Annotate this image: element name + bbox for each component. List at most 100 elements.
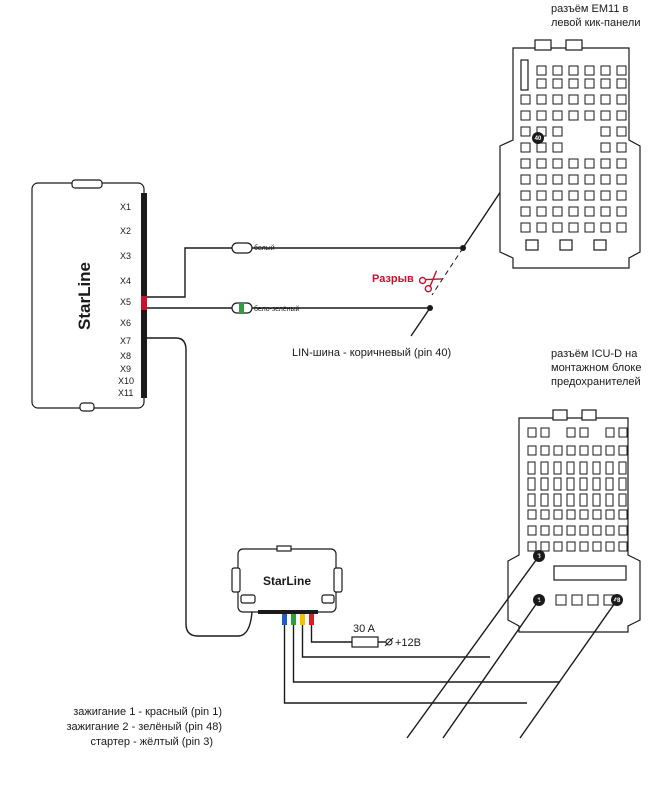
port-label-x4: X4 xyxy=(120,276,131,286)
icu-cavity xyxy=(579,477,588,491)
em11-cavity xyxy=(600,190,611,201)
port-label-x11: X11 xyxy=(118,388,133,398)
em11-cavity xyxy=(552,206,563,217)
em11-cavity xyxy=(520,110,531,121)
white-green-stripe xyxy=(239,303,244,313)
legend-ignition-2: зажигание 2 - зелёный (pin 48) xyxy=(66,721,222,733)
port-label-x5: X5 xyxy=(120,297,131,307)
icu-title-line2: монтажном блоке xyxy=(551,362,641,374)
icu-cavity xyxy=(553,509,563,520)
icu-cavity xyxy=(540,541,550,552)
module-cable xyxy=(147,337,253,637)
em11-cavity xyxy=(552,110,563,121)
em11-cavity xyxy=(552,190,563,201)
em11-cavity xyxy=(616,126,627,137)
icu-pin48-label: 48 xyxy=(614,598,621,604)
port-label-x3: X3 xyxy=(120,251,131,261)
em11-cavity xyxy=(616,158,627,169)
icu-cavity xyxy=(579,525,589,536)
em11-cavity xyxy=(600,174,611,185)
icu-cavity xyxy=(618,445,628,456)
module-clip-left xyxy=(240,594,256,604)
icu-cavity xyxy=(553,461,562,475)
em11-cavity xyxy=(536,110,547,121)
icu-cavity xyxy=(555,594,567,606)
em11-top-tab-right xyxy=(565,39,583,51)
icu-cavity xyxy=(579,461,588,475)
em11-cavity xyxy=(568,65,579,76)
port-label-x7: X7 xyxy=(120,336,131,346)
lead-pin48 xyxy=(519,599,618,739)
em11-cavity xyxy=(520,190,531,201)
wire-to-pin48-line xyxy=(283,625,527,704)
em11-cavity xyxy=(520,142,531,153)
port-strip xyxy=(141,193,147,398)
scissors-icon xyxy=(418,270,443,293)
icu-title-line1: разъём ICU-D на xyxy=(551,348,638,360)
module-connector xyxy=(258,610,318,614)
em11-pin40-label: 40 xyxy=(535,136,542,142)
icu-cavity xyxy=(566,477,575,491)
em11-cavity xyxy=(536,65,547,76)
em11-cavity xyxy=(568,174,579,185)
em11-cavity xyxy=(536,222,547,233)
em11-cavity xyxy=(536,142,547,153)
em11-cavity xyxy=(584,206,595,217)
icu-cavity xyxy=(566,541,576,552)
em11-cavity xyxy=(552,222,563,233)
em11-cavity xyxy=(616,94,627,105)
icu-cavity xyxy=(540,509,550,520)
em11-cavity xyxy=(536,190,547,201)
icu-pin3-label: 3 xyxy=(537,554,541,560)
em11-cavity xyxy=(552,126,563,137)
icu-cavity xyxy=(592,477,601,491)
icu-cavity xyxy=(579,509,589,520)
icu-cavity xyxy=(579,427,589,438)
lin-wires: белый бело-зелёный Разрыв LIN-шина - кор… xyxy=(147,139,536,359)
em11-cavity xyxy=(600,110,611,121)
supply-label: +12B xyxy=(395,637,421,649)
mount-tab-top xyxy=(71,179,103,189)
icu-cavity xyxy=(618,541,628,552)
em11-cavity xyxy=(616,110,627,121)
em11-cavity xyxy=(536,94,547,105)
em11-cavity xyxy=(584,65,595,76)
em11-cavity xyxy=(584,190,595,201)
em11-bottom-cell-3 xyxy=(593,239,607,251)
em11-bottom-cell-1 xyxy=(525,239,539,251)
icu-cavity xyxy=(618,525,628,536)
icu-cavity xyxy=(618,509,628,520)
module-logo: StarLine xyxy=(263,574,311,588)
icu-cavity xyxy=(527,541,537,552)
icu-cavity xyxy=(618,477,627,491)
em11-cavity xyxy=(616,190,627,201)
em11-cavity xyxy=(536,174,547,185)
em11-cavity xyxy=(600,78,611,89)
icu-cavity xyxy=(592,509,602,520)
icu-top-tab-left xyxy=(552,409,568,421)
white-green-wire-label: бело-зелёный xyxy=(254,305,300,313)
em11-cavity xyxy=(520,174,531,185)
lin-wire-tail xyxy=(410,307,431,337)
output-wires: 30 A +12B xyxy=(282,555,618,739)
port-label-x10: X10 xyxy=(118,376,134,386)
em11-cavity xyxy=(520,158,531,169)
icu-cavity xyxy=(592,445,602,456)
em11-cavity xyxy=(584,94,595,105)
em11-cavity xyxy=(616,206,627,217)
em11-cavity xyxy=(568,190,579,201)
icu-cavity xyxy=(566,493,575,507)
icu-cavity xyxy=(527,509,537,520)
em11-cavity xyxy=(616,222,627,233)
em11-pin-grid xyxy=(520,65,627,233)
em11-cavity xyxy=(552,174,563,185)
em11-cavity xyxy=(600,126,611,137)
em11-top-tab-left xyxy=(534,39,552,51)
icu-cavity xyxy=(540,477,549,491)
icu-cavity xyxy=(566,427,576,438)
main-unit: StarLine X1 X2 X3 X4 X5 X6 X7 X8 X9 X10 … xyxy=(31,179,147,412)
port-label-x9: X9 xyxy=(120,364,131,374)
icu-cavity xyxy=(592,525,602,536)
icu-cavity xyxy=(566,445,576,456)
